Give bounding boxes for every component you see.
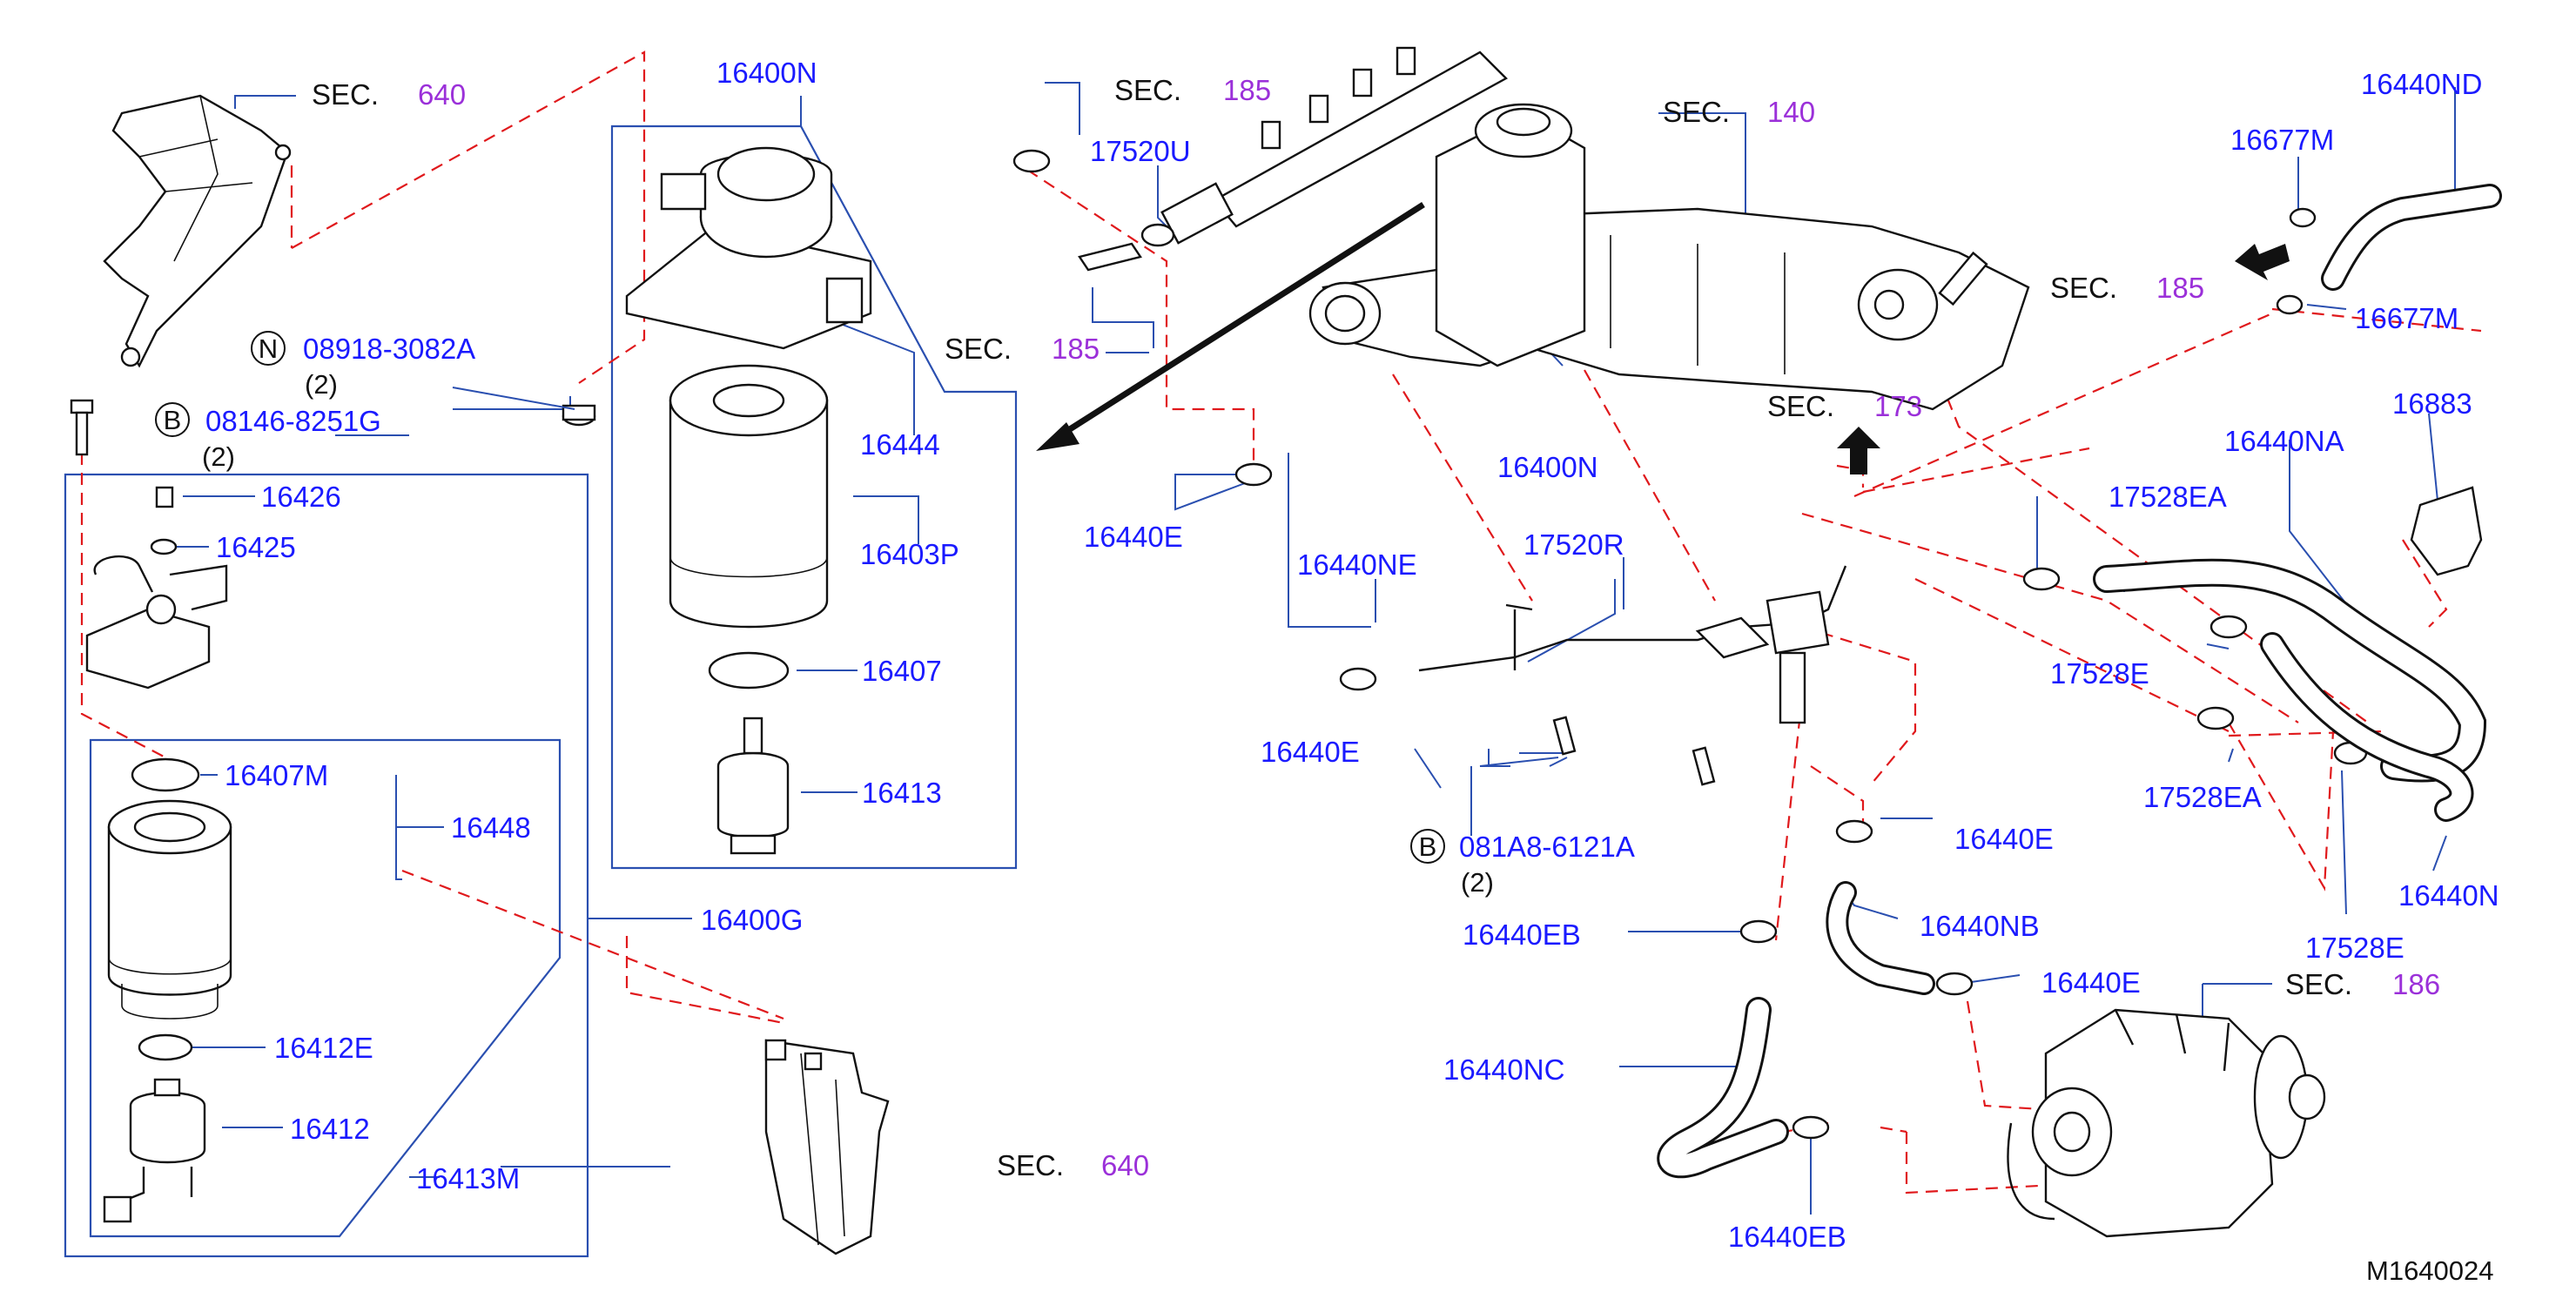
section-ref-140: SEC. 140: [1663, 96, 1815, 128]
part-label-08918-3082a: 08918-3082A: [303, 333, 475, 365]
part-label-16440e-a: 16440E: [1084, 521, 1183, 553]
filter-element-16448-drawing: [107, 799, 232, 1019]
svg-text:640: 640: [418, 78, 466, 111]
part-label-16403p: 16403P: [860, 538, 959, 570]
part-label-16440ne: 16440NE: [1297, 548, 1417, 581]
part-label-081a8-6121a: 081A8-6121A: [1459, 831, 1635, 863]
clip-16883-drawing: [2410, 486, 2483, 576]
part-label-16426: 16426: [261, 481, 341, 513]
part-label-16413: 16413: [862, 777, 942, 809]
fastener-symbol-b2: B: [1410, 829, 1445, 864]
svg-text:640: 640: [1101, 1149, 1149, 1181]
svg-text:186: 186: [2392, 968, 2440, 1000]
sub-assembly-box-16400g: [64, 473, 589, 1258]
svg-text:185: 185: [1223, 74, 1271, 106]
part-label-16440e-c: 16440E: [1954, 823, 2054, 855]
svg-text:173: 173: [1874, 390, 1922, 422]
part-label-16440e-d: 16440E: [2041, 966, 2141, 999]
qty-081a8-6121a: (2): [1461, 867, 1494, 898]
sub-assembly-box-16413m: [89, 738, 562, 1238]
svg-text:SEC.: SEC.: [1114, 74, 1181, 106]
part-label-16440n: 16440N: [2398, 879, 2499, 912]
fuel-filter-16403p-drawing: [669, 364, 829, 629]
part-label-16440nb: 16440NB: [1920, 910, 2040, 942]
part-label-16412: 16412: [290, 1113, 370, 1145]
part-label-17520r: 17520R: [1523, 528, 1624, 561]
sensor-16413-drawing: [716, 717, 790, 855]
o-ring-16407m-drawing: [131, 757, 200, 792]
part-label-17528e-a: 17528E: [2050, 657, 2149, 690]
svg-text:B: B: [164, 405, 182, 435]
qty-08146-8251g: (2): [202, 441, 235, 472]
part-label-16440e-b: 16440E: [1261, 736, 1360, 768]
part-label-16448: 16448: [451, 811, 531, 844]
part-label-08146-8251g: 08146-8251G: [205, 405, 381, 437]
part-label-16400n-manifold: 16400N: [1497, 451, 1598, 483]
part-label-16412e: 16412E: [274, 1032, 373, 1064]
svg-text:N: N: [259, 333, 278, 364]
part-label-16440nd: 16440ND: [2361, 68, 2482, 100]
bracket-drawing: [103, 94, 292, 368]
part-label-16440eb-a: 16440EB: [1463, 919, 1581, 951]
section-ref-173: SEC. 173: [1767, 390, 1922, 422]
section-ref-640-top: SEC. 640: [312, 78, 466, 111]
sensor-16412-drawing: [103, 1078, 206, 1223]
o-ring-16407-drawing: [708, 651, 790, 690]
direction-arrows: [1036, 202, 2290, 474]
svg-text:SEC.: SEC.: [945, 333, 1012, 365]
filter-head-drawing: [85, 486, 228, 690]
svg-text:185: 185: [1052, 333, 1100, 365]
svg-text:SEC.: SEC.: [1767, 390, 1834, 422]
svg-text:SEC.: SEC.: [997, 1149, 1064, 1181]
intake-manifold-drawing: [1308, 103, 2030, 411]
part-label-16440nc: 16440NC: [1443, 1053, 1564, 1086]
part-label-16413m: 16413M: [416, 1162, 520, 1194]
part-label-16677m-b: 16677M: [2355, 302, 2458, 334]
fuel-pump-drawing: [2007, 1008, 2326, 1238]
part-label-17520u: 17520U: [1090, 135, 1191, 167]
svg-text:SEC.: SEC.: [2285, 968, 2352, 1000]
heat-shield-drawing: [764, 1039, 890, 1255]
svg-text:185: 185: [2156, 272, 2204, 304]
part-label-17528e-b: 17528E: [2305, 932, 2404, 964]
hose-16440ne-drawing: [1208, 530, 1350, 727]
part-label-16440na: 16440NA: [2224, 425, 2344, 457]
svg-text:SEC.: SEC.: [1663, 96, 1730, 128]
part-label-16440eb-b: 16440EB: [1728, 1221, 1846, 1253]
svg-text:SEC.: SEC.: [312, 78, 379, 111]
part-label-16407: 16407: [862, 655, 942, 687]
part-label-16677m-a: 16677M: [2230, 124, 2334, 156]
qty-08918-3082a: (2): [305, 369, 338, 400]
svg-text:140: 140: [1767, 96, 1815, 128]
bolt-081a8-drawings: [1552, 716, 1716, 786]
pipe-17520r-drawing: [1418, 565, 1847, 724]
fastener-symbol-b1: B: [155, 402, 190, 437]
part-label-16444: 16444: [860, 428, 940, 461]
fastener-symbol-n: N: [251, 331, 286, 366]
clamp-drawings: [1234, 207, 2368, 1140]
section-ref-640-bottom: SEC. 640: [997, 1149, 1149, 1181]
section-ref-185-right: SEC. 185: [2050, 272, 2204, 304]
part-label-16425: 16425: [216, 531, 296, 563]
part-label-16400g: 16400G: [701, 904, 803, 936]
section-ref-185-rail: SEC. 185: [1114, 74, 1271, 106]
o-ring-16412e-drawing: [138, 1033, 193, 1061]
filter-head-16400n-drawing: [625, 146, 872, 350]
diagram-id: M1640024: [2366, 1255, 2494, 1286]
svg-text:SEC.: SEC.: [2050, 272, 2117, 304]
section-ref-185-mid: SEC. 185: [945, 333, 1100, 365]
part-label-16883: 16883: [2392, 387, 2472, 420]
fuel-rail-drawing: [1012, 46, 1508, 272]
svg-text:B: B: [1419, 831, 1437, 862]
part-label-17528ea-a: 17528EA: [2109, 481, 2227, 513]
part-label-16400n-box: 16400N: [716, 57, 817, 89]
bolt-drawing: [70, 399, 94, 456]
section-ref-186: SEC. 186: [2285, 968, 2440, 1000]
part-label-16407m: 16407M: [225, 759, 328, 791]
part-label-17528ea-b: 17528EA: [2143, 781, 2262, 813]
